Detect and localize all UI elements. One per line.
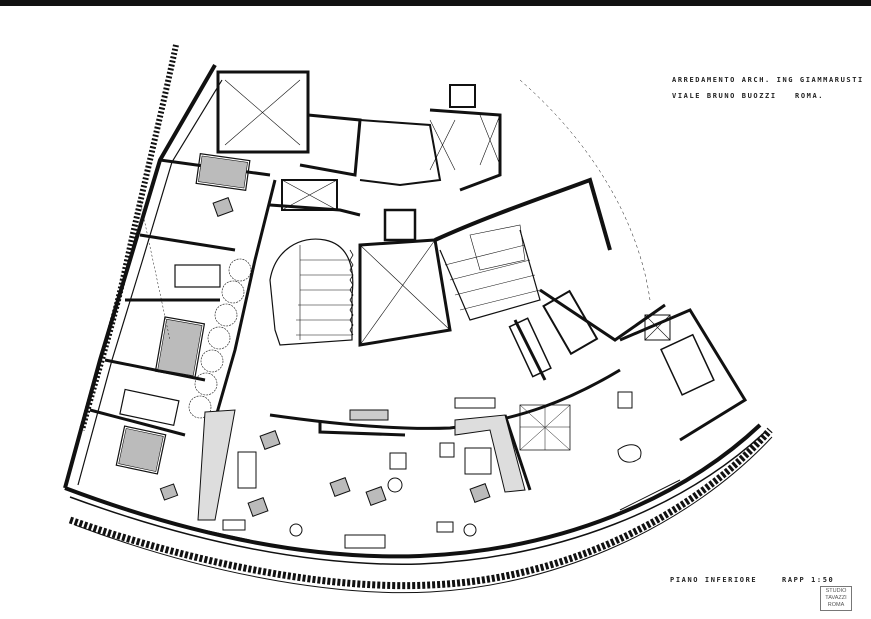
studio-stamp: STUDIO TAVAZZI ROMA (820, 586, 852, 611)
floor-label: PIANO INFERIORE (670, 576, 758, 584)
garden-hedge-bottom (68, 427, 773, 590)
living-room-inner-wall (269, 368, 621, 430)
stamp-line: TAVAZZI (825, 595, 847, 601)
project-title: ARREDAMENTO ARCH. ING GIAMMARUSTI (672, 76, 864, 84)
stamp-line: ROMA (827, 602, 845, 608)
left-wall (63, 63, 217, 489)
project-city: ROMA. (795, 92, 825, 100)
top-room (216, 70, 310, 154)
photo-border (0, 0, 871, 6)
project-address: VIALE BRUNO BUOZZI (672, 92, 777, 100)
spiral-stair (269, 238, 354, 346)
scale-label: RAPP 1:50 (782, 576, 835, 584)
stamp-line: STUDIO (825, 588, 847, 594)
